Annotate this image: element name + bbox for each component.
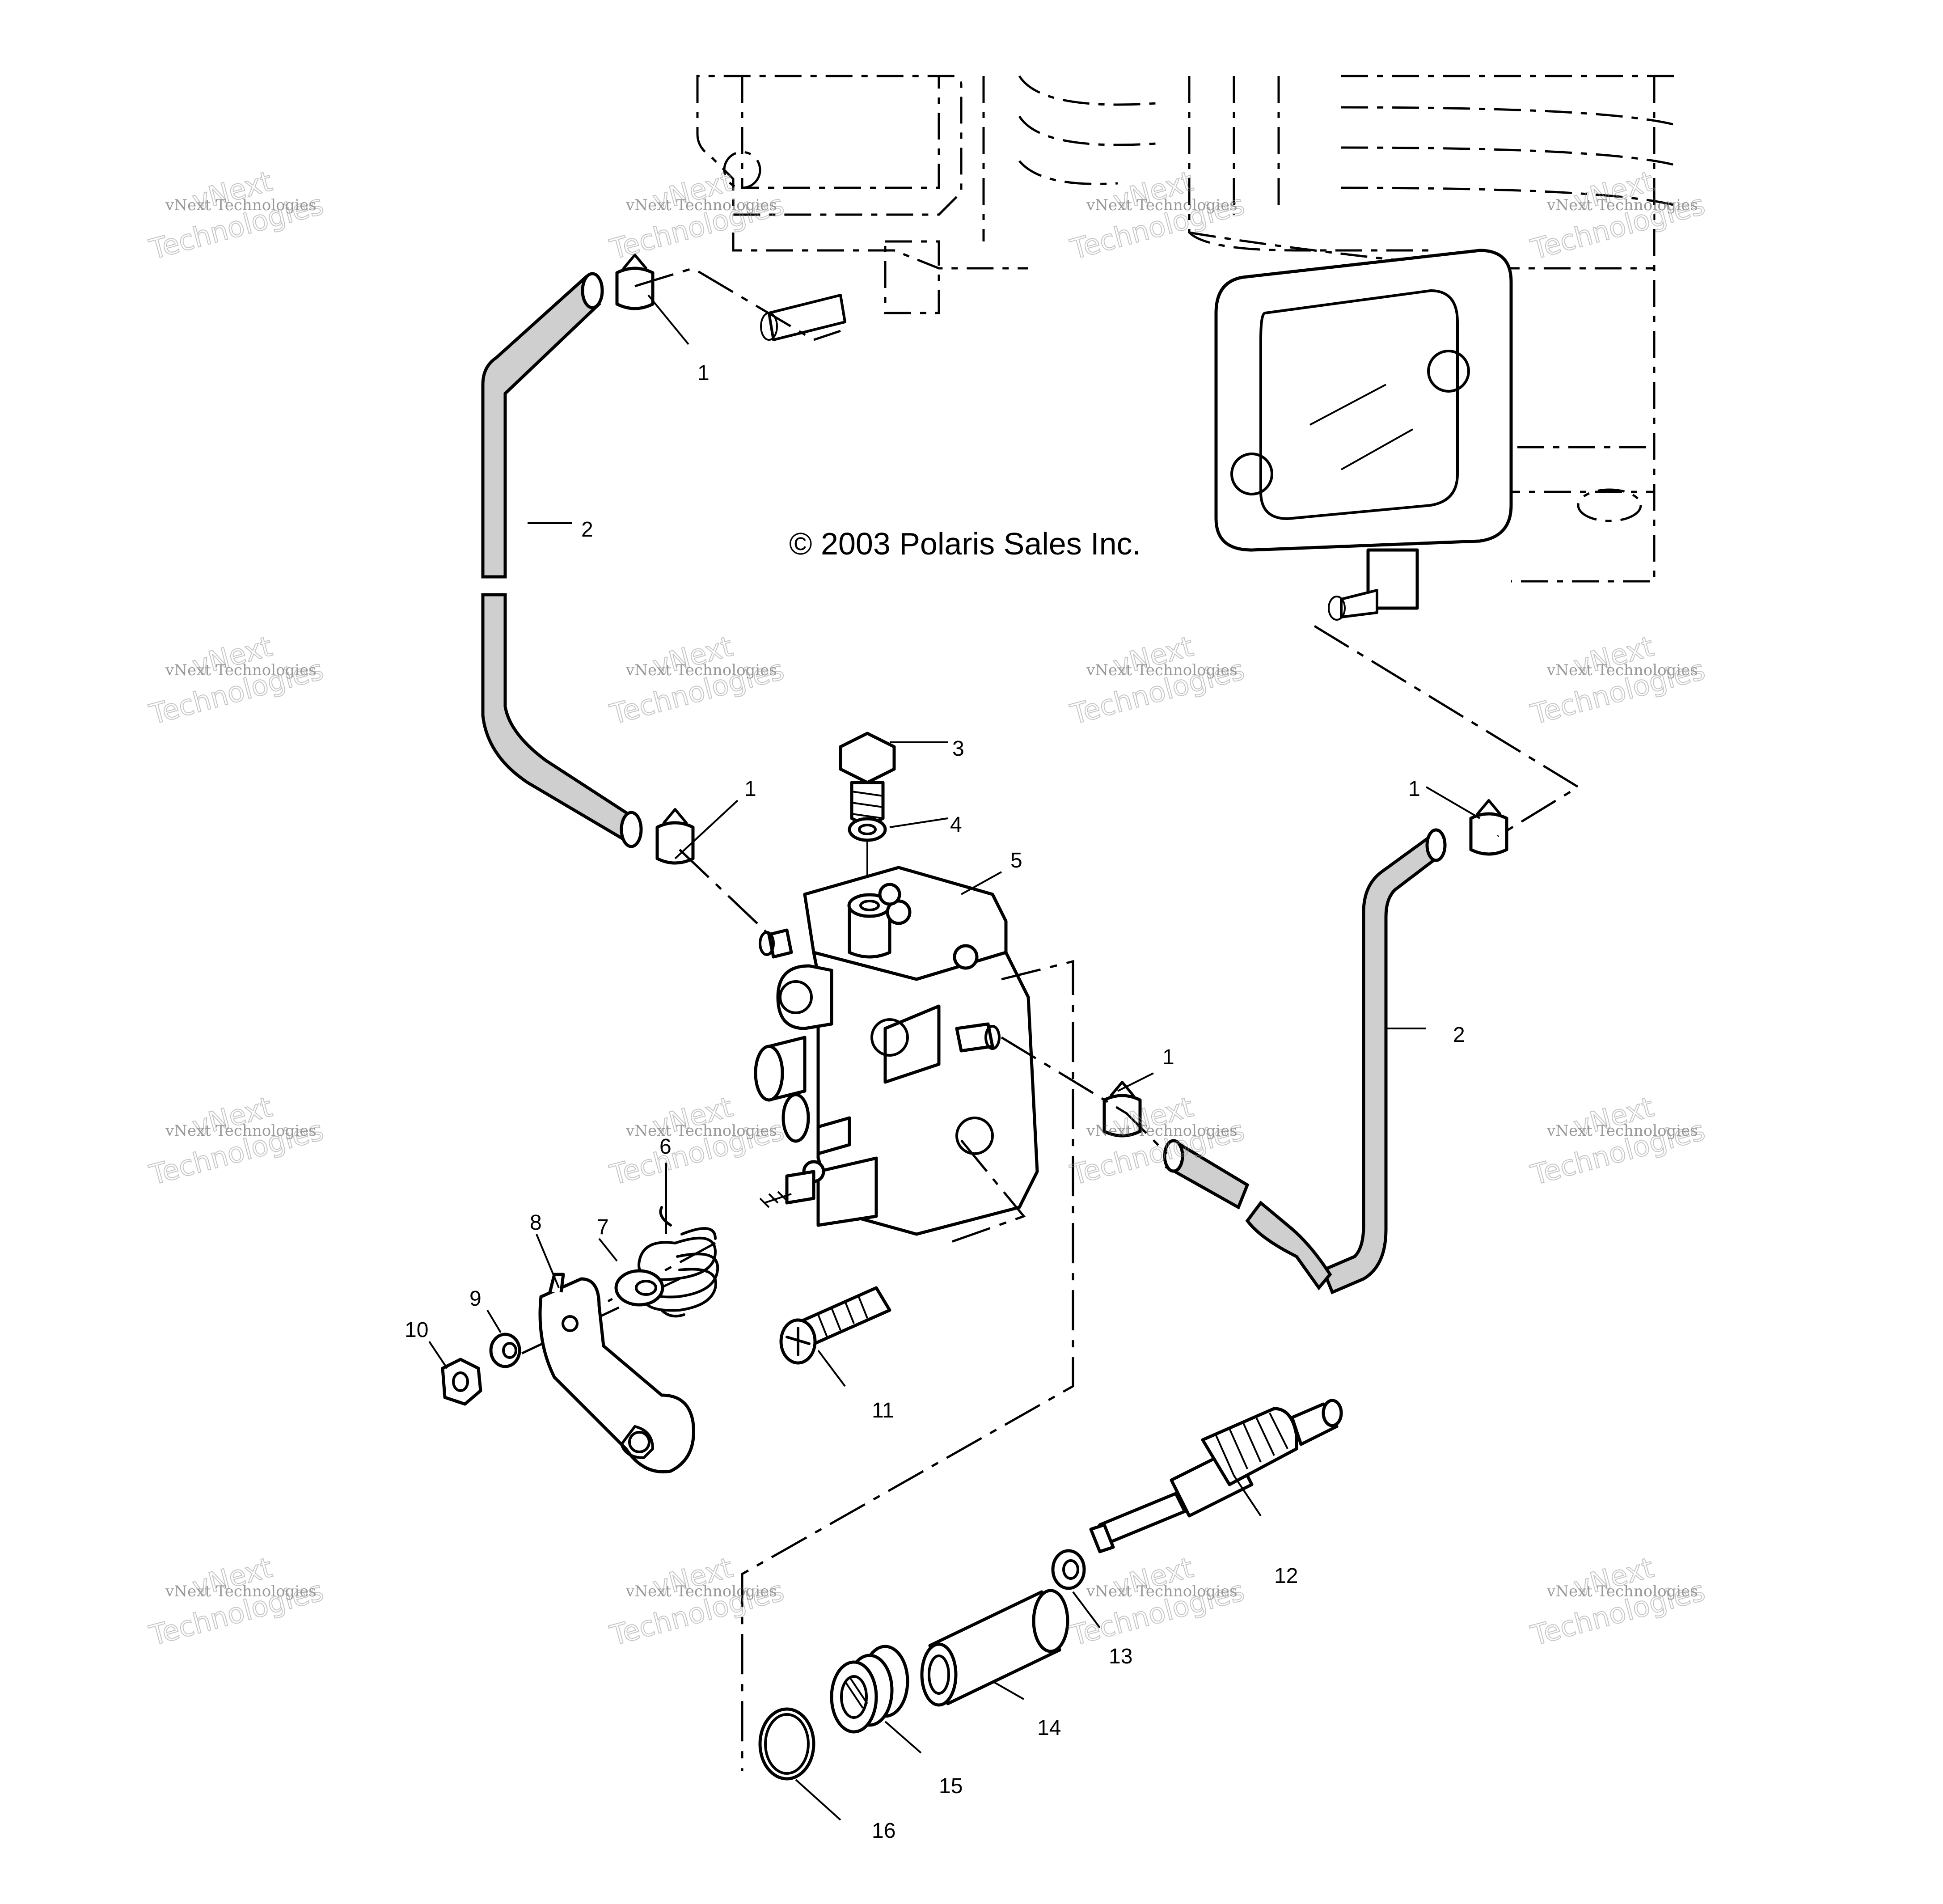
hex-nut	[441, 1358, 482, 1406]
throttle-lever	[538, 1273, 695, 1473]
watermark-text: vNext Technologies	[1086, 1582, 1238, 1600]
callout-8: 8	[530, 1211, 542, 1235]
banjo-bolt	[839, 732, 896, 825]
leader-lines	[428, 294, 1481, 1821]
thrust-washer	[1051, 1549, 1086, 1590]
oil-pump-body	[754, 866, 1039, 1236]
flat-washer	[614, 1269, 664, 1307]
hose-clamp-mid-right	[1102, 1081, 1142, 1138]
callout-11: 11	[872, 1399, 894, 1422]
watermark-text: vNext Technologies	[1086, 661, 1238, 679]
hose-clamp-top-left	[615, 254, 655, 310]
watermark-text: vNext Technologies	[625, 1122, 777, 1140]
callout-15: 15	[939, 1774, 963, 1798]
watermark-text: vNext Technologies	[165, 196, 317, 214]
watermark-text: vNext Technologies	[165, 1122, 317, 1140]
callout-14: 14	[1037, 1716, 1061, 1740]
callout-5: 5	[1010, 849, 1022, 872]
watermark-text: vNext Technologies	[165, 661, 317, 679]
callout-7: 7	[597, 1215, 609, 1239]
lock-washer	[489, 1333, 521, 1368]
callout-1-mid-left: 1	[744, 777, 756, 801]
watermark-text: vNext Technologies	[1546, 1582, 1698, 1600]
watermark-text: vNext Technologies	[1086, 196, 1238, 214]
callout-16: 16	[872, 1819, 895, 1843]
sealing-washer	[848, 817, 887, 842]
drive-shaft-gear	[1089, 1399, 1343, 1553]
callout-6: 6	[659, 1135, 672, 1159]
watermark-text: vNext Technologies	[165, 1582, 317, 1600]
copyright-notice: © 2003 Polaris Sales Inc.	[789, 526, 1141, 561]
callout-9: 9	[469, 1287, 482, 1311]
callout-2-right: 2	[1453, 1023, 1465, 1047]
callout-4: 4	[950, 813, 962, 837]
callout-13: 13	[1109, 1645, 1132, 1668]
watermark-text: vNext Technologies	[625, 1582, 777, 1600]
o-ring	[758, 1707, 815, 1781]
callout-12: 12	[1274, 1564, 1298, 1588]
watermark-text: vNext Technologies	[1546, 1122, 1698, 1140]
watermark-text: vNext Technologies	[1546, 196, 1698, 214]
engine-outline-right	[1188, 75, 1677, 621]
left-oil-hose	[481, 272, 643, 848]
watermark-text: vNext Technologies	[1086, 1122, 1238, 1140]
hose-clamp-mid-left	[655, 808, 695, 865]
engine-outline-left	[696, 75, 1163, 341]
callout-1-top: 1	[697, 361, 710, 385]
callout-10: 10	[405, 1318, 428, 1342]
watermark-text: vNext Technologies	[1546, 661, 1698, 679]
pump-sleeve	[920, 1589, 1069, 1707]
right-oil-hose	[1163, 828, 1447, 1295]
callout-3: 3	[952, 737, 964, 761]
hose-clamp-top-right	[1469, 799, 1508, 856]
callout-2-left: 2	[581, 518, 593, 542]
watermark-text: vNext Technologies	[625, 661, 777, 679]
callout-1-mid-right: 1	[1162, 1045, 1174, 1069]
watermark-text: vNext Technologies	[625, 196, 777, 214]
seal-spring	[830, 1645, 909, 1734]
callout-1-top-right: 1	[1408, 777, 1420, 801]
pump-mounting-screw	[779, 1286, 891, 1365]
